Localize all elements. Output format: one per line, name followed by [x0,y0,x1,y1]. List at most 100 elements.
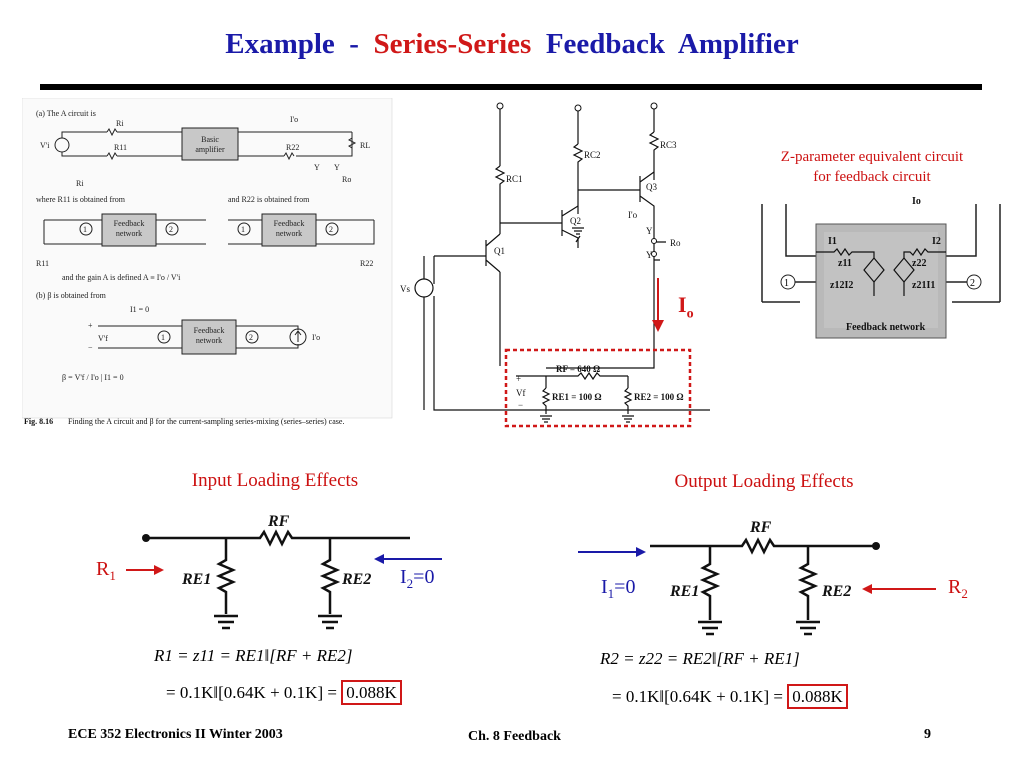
zparam-io: Io [912,196,921,207]
title-rule [40,84,982,90]
r22-port-1: 1 [241,225,245,234]
fig-b-intro: (b) β is obtained from [36,291,107,300]
basic-amplifier-label-1: Basic [201,135,219,144]
svg-text:+: + [516,374,521,384]
b-network-label-2: network [196,336,222,345]
zparam-caption-line2: for feedback circuit [813,169,931,185]
output-label-rf: RF [749,519,772,536]
label-y-top: Y [646,226,653,236]
fig-caption-label: Fig. 8.16 [24,417,53,426]
basic-amplifier-block [181,127,239,161]
io-label: Io [678,292,694,322]
input-loading-circuit: RF RE1 RE2 [142,513,410,630]
output-eq2-result: 0.088K [787,684,848,709]
zparam-z12i2: z12I2 [830,280,853,291]
fig-beta-def: β = V'f / I'o | I1 = 0 [62,373,124,382]
output-eq2: = 0.1K‖[0.64K + 0.1K] = 0.088K [612,684,848,709]
output-loading-circuit: RF RE1 RE2 [650,519,880,636]
b-port-2: 2 [249,333,253,342]
zparam-z11: z11 [838,258,852,269]
feedback-network-highlight [504,348,692,428]
fig-caption-text: Finding the A circuit and β for the curr… [68,417,344,426]
input-eq2: = 0.1K‖[0.64K + 0.1K] = 0.088K [166,680,402,705]
output-label-re1: RE1 [669,583,699,600]
input-r1-arrow [126,565,164,575]
label-q3: Q3 [646,182,657,192]
output-loading-caption: Output Loading Effects [674,471,854,492]
output-r2-label: R2 [948,576,968,601]
output-r2-arrow [862,584,936,594]
input-label-re2: RE2 [341,571,371,588]
label-ro: Ro [670,238,681,248]
input-eq2-result: 0.088K [341,680,402,705]
label-io-a: I'o [290,115,298,124]
b-network-label-1: Feedback [194,326,225,335]
r22-feedback-network-block [261,213,317,247]
slide-title: Example - Series-Series Feedback Amplifi… [0,28,1024,61]
center-circuit: RC1 RC2 RC3 Q1 Q2 Q3 Vs Y Y Ro I'o RF = … [400,102,710,428]
title-series-series: Series-Series [373,28,532,60]
label-io-prime: I'o [628,210,638,220]
zparam-z22: z22 [912,258,926,269]
label-y-1: Y [314,163,320,172]
label-rc3: RC3 [660,140,677,150]
zparam-port-2: 2 [970,278,975,289]
r22-network-label-2: network [276,229,302,238]
fig-i1-zero: I1 = 0 [130,305,149,314]
label-vs: Vs [400,284,410,294]
output-i1-label: I1=0 [601,576,636,601]
b-current-source [289,328,307,346]
label-r22-bottom: R22 [360,259,373,268]
zparam-i1: I1 [828,236,837,247]
fig-gain-def: and the gain A is defined A ≡ I'o / V'i [62,273,181,282]
label-r11-bottom: R11 [36,259,49,268]
label-io-b: I'o [312,333,320,342]
footer-course: ECE 352 Electronics II Winter 2003 [68,727,283,742]
label-vi: V'i [40,141,50,150]
label-vf-b: V'f [98,334,108,343]
r11-network-label-1: Feedback [114,219,145,228]
label-ro: Ro [342,175,351,184]
label-r22: R22 [286,143,299,152]
title-example: Example - [225,28,374,60]
label-rf-640: RF = 640 Ω [556,364,600,374]
output-i1-arrow [578,547,646,557]
r11-port-1: 1 [83,225,87,234]
b-port-1: 1 [161,333,165,342]
label-ri-top: Ri [116,119,124,128]
fig-r11-from: where R11 is obtained from [36,195,126,204]
label-re1-100: RE1 = 100 Ω [552,392,602,402]
label-y-bottom: Y [646,250,653,260]
title-feedback-amplifier: Feedback Amplifier [531,28,799,60]
fig-r22-from: and R22 is obtained from [228,195,310,204]
footer-chapter: Ch. 8 Feedback [468,729,561,744]
zparam-caption-line1: Z-parameter equivalent circuit [780,149,964,165]
label-r11: R11 [114,143,127,152]
label-vf: Vf [516,388,526,398]
svg-text:−: − [88,343,93,352]
input-eq2-prefix: = 0.1K‖[0.64K + 0.1K] = [166,683,342,702]
b-feedback-network-block [181,319,237,355]
input-i2-arrow [374,554,442,564]
label-rl: RL [360,141,370,150]
r22-network-label-1: Feedback [274,219,305,228]
input-label-re1: RE1 [181,571,211,588]
input-label-rf: RF [267,513,290,530]
r11-network-label-2: network [116,229,142,238]
output-label-re2: RE2 [821,583,851,600]
r11-port-2: 2 [169,225,173,234]
r22-port-2: 2 [329,225,333,234]
label-q2: Q2 [570,216,581,226]
label-rc1: RC1 [506,174,523,184]
input-eq1: R1 = z11 = RE1‖[RF + RE2] [154,646,353,665]
zparam-z21i1: z21I1 [912,280,935,291]
zparam-circuit: Io I1 I2 z11 z22 z12I2 z21I1 Feedback ne… [744,196,1016,344]
label-y-2: Y [334,163,340,172]
zparam-port-1: 1 [784,278,789,289]
svg-text:−: − [518,400,523,410]
label-rc2: RC2 [584,150,601,160]
figure-8-16: (a) The A circuit is V'i Ri R11 Basic am… [22,98,393,426]
label-q1: Q1 [494,246,505,256]
io-arrow [652,278,664,332]
input-i2-label: I2=0 [400,566,435,591]
